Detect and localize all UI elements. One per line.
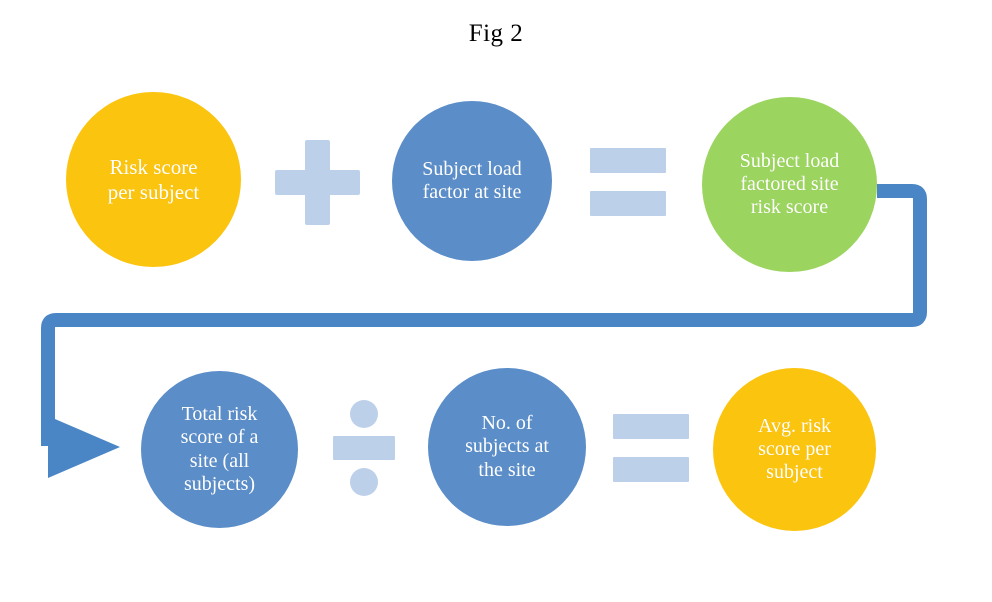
plus-horizontal-bar <box>275 170 360 195</box>
equals-bottom-bar <box>613 457 689 482</box>
equals-operator-top <box>590 148 666 216</box>
equals-top-bar <box>613 414 689 439</box>
node-label: Avg. risk score per subject <box>758 414 831 484</box>
node-no-of-subjects-at-the-site[interactable]: No. of subjects at the site <box>428 368 586 526</box>
node-label: Risk score per subject <box>107 155 200 204</box>
divide-operator <box>333 400 395 496</box>
divide-top-dot <box>350 400 378 428</box>
plus-operator <box>275 140 360 225</box>
page-title: Fig 2 <box>468 20 524 47</box>
node-total-risk-score-of-a-site[interactable]: Total risk score of a site (all subjects… <box>141 371 298 528</box>
node-label: Total risk score of a site (all subjects… <box>180 403 259 495</box>
node-label: Subject load factored site risk score <box>739 149 840 219</box>
node-risk-score-per-subject[interactable]: Risk score per subject <box>66 92 241 267</box>
node-avg-risk-score-per-subject[interactable]: Avg. risk score per subject <box>713 368 876 531</box>
node-subject-load-factor-at-site[interactable]: Subject load factor at site <box>392 101 552 261</box>
equals-bottom-bar <box>590 191 666 216</box>
node-subject-load-factored-site-risk-score[interactable]: Subject load factored site risk score <box>702 97 877 272</box>
equals-top-bar <box>590 148 666 173</box>
equals-operator-bottom <box>613 414 689 482</box>
divide-bar <box>333 436 395 460</box>
node-label: Subject load factor at site <box>422 157 522 203</box>
node-label: No. of subjects at the site <box>465 412 549 481</box>
divide-bottom-dot <box>350 468 378 496</box>
